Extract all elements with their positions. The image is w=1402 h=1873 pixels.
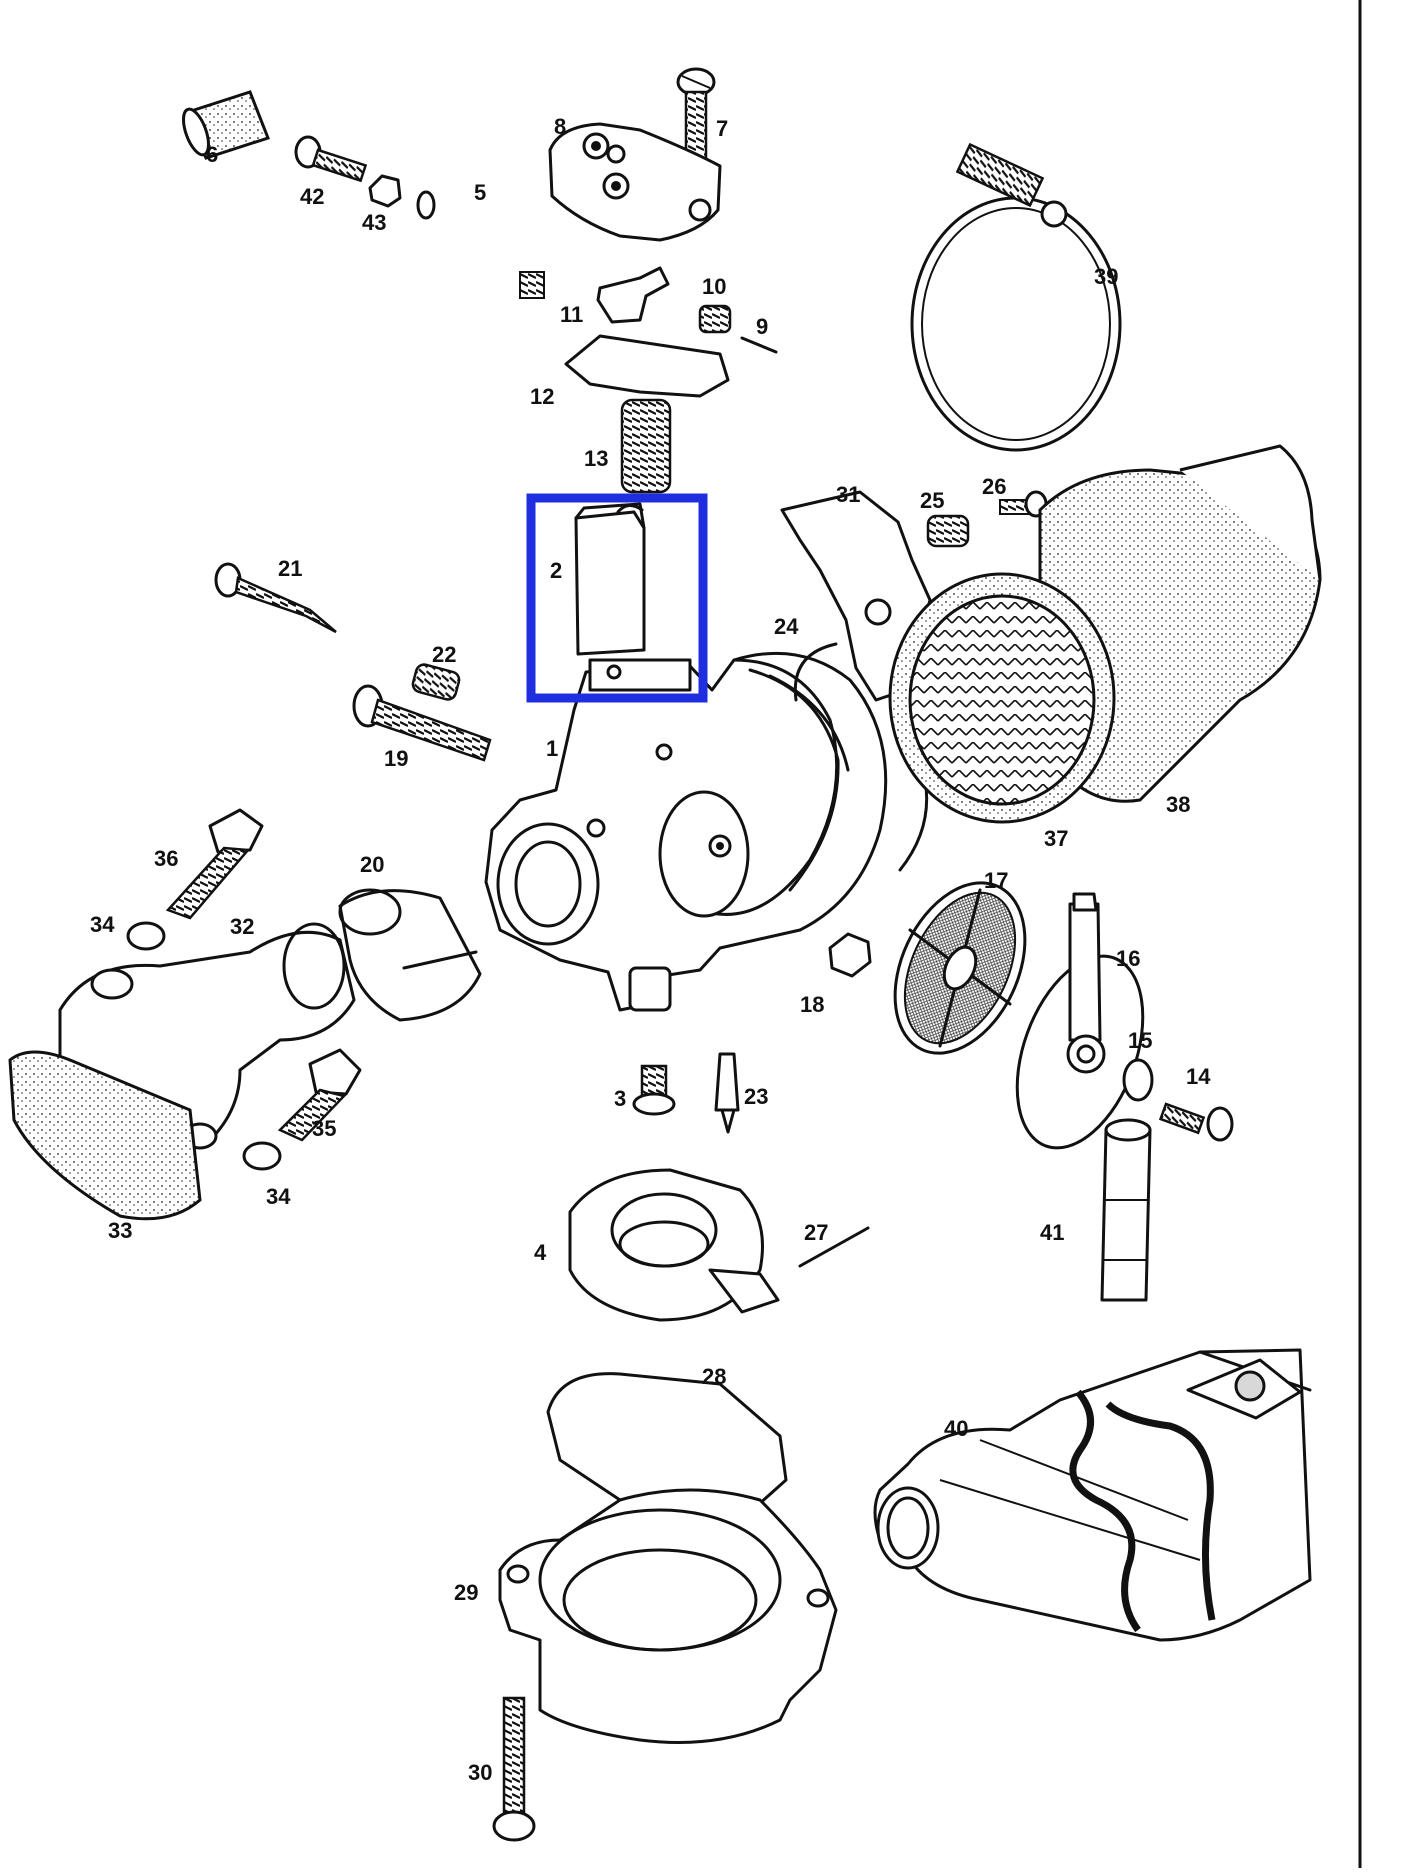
part-labels: 1 2 3 4 5 6 7 8 9 10 11 12 13 14 15 16 1…	[90, 114, 1211, 1785]
label-23: 23	[744, 1084, 768, 1109]
part-9-pin	[740, 336, 778, 354]
part-30-screw	[492, 1696, 536, 1842]
part-40-intake-box	[873, 1348, 1312, 1642]
label-43: 43	[362, 210, 386, 235]
label-9: 9	[756, 314, 768, 339]
label-15: 15	[1128, 1028, 1152, 1053]
label-42: 42	[300, 184, 324, 209]
part-17-gauze-disc	[893, 881, 1027, 1055]
part-39-hose-clamp	[910, 142, 1122, 452]
label-7: 7	[716, 116, 728, 141]
part-20-sleeve	[338, 888, 482, 1022]
part-36-bolt	[165, 808, 264, 920]
part-25-spring	[926, 514, 970, 548]
part-22-spring	[411, 663, 461, 701]
part-33-flange-gasket	[8, 1050, 202, 1221]
part-13-spring	[620, 398, 672, 494]
label-22: 22	[432, 642, 456, 667]
part-12-gasket	[564, 334, 730, 398]
part-2-throttle-slide	[574, 502, 646, 656]
label-30: 30	[468, 1760, 492, 1785]
part-3-jet	[632, 1064, 676, 1116]
label-39: 39	[1094, 264, 1118, 289]
part-41-pipe	[1100, 1118, 1152, 1302]
label-12: 12	[530, 384, 554, 409]
label-34b: 34	[266, 1184, 291, 1209]
label-2: 2	[550, 558, 562, 583]
part-11-lever	[596, 266, 670, 324]
part-43-nut	[368, 174, 402, 208]
label-32: 32	[230, 914, 254, 939]
label-28: 28	[702, 1364, 726, 1389]
label-3: 3	[614, 1086, 626, 1111]
highlight-box-part-2	[526, 493, 708, 703]
part-19-screw	[352, 684, 492, 762]
label-33: 33	[108, 1218, 132, 1243]
label-17: 17	[984, 868, 1008, 893]
label-24: 24	[774, 614, 799, 639]
label-36: 36	[154, 846, 178, 871]
part-4-float	[568, 1168, 780, 1322]
label-26: 26	[982, 474, 1006, 499]
label-38: 38	[1166, 792, 1190, 817]
part-14-screw	[1158, 1102, 1234, 1142]
part-34-washer-lower	[242, 1141, 282, 1171]
part-29-float-bowl	[498, 1488, 838, 1744]
part-21-idle-screw	[214, 562, 337, 634]
label-1: 1	[546, 736, 558, 761]
label-18: 18	[800, 992, 824, 1017]
part-37-filter-element	[888, 572, 1116, 824]
part-10-spring	[698, 304, 732, 334]
label-21: 21	[278, 556, 302, 581]
label-19: 19	[384, 746, 408, 771]
label-34a: 34	[90, 912, 115, 937]
label-8: 8	[554, 114, 566, 139]
label-29: 29	[454, 1580, 478, 1605]
label-35: 35	[312, 1116, 336, 1141]
label-10: 10	[702, 274, 726, 299]
label-13: 13	[584, 446, 608, 471]
part-27-pin	[798, 1226, 870, 1268]
part-15-washer	[1122, 1058, 1154, 1102]
label-6: 6	[206, 142, 218, 167]
part-6-cap	[182, 90, 270, 160]
label-31: 31	[836, 482, 860, 507]
part-5-tube	[416, 190, 545, 299]
label-27: 27	[804, 1220, 828, 1245]
part-34-washer-upper	[126, 921, 166, 951]
label-16: 16	[1116, 946, 1140, 971]
label-40: 40	[944, 1416, 968, 1441]
label-25: 25	[920, 488, 944, 513]
label-5: 5	[474, 180, 486, 205]
label-4: 4	[534, 1240, 547, 1265]
part-23-float-needle	[714, 1052, 740, 1134]
part-35-bolt	[277, 1048, 362, 1142]
label-37: 37	[1044, 826, 1068, 851]
part-42-adjuster	[294, 135, 368, 183]
label-20: 20	[360, 852, 384, 877]
part-18-nut	[828, 932, 872, 978]
part-16-banjo	[1015, 892, 1145, 1150]
label-11: 11	[560, 302, 583, 327]
part-1-carburetor-body	[484, 651, 888, 1012]
part-8-cover	[548, 122, 722, 242]
label-41: 41	[1040, 1220, 1064, 1245]
label-14: 14	[1186, 1064, 1211, 1089]
